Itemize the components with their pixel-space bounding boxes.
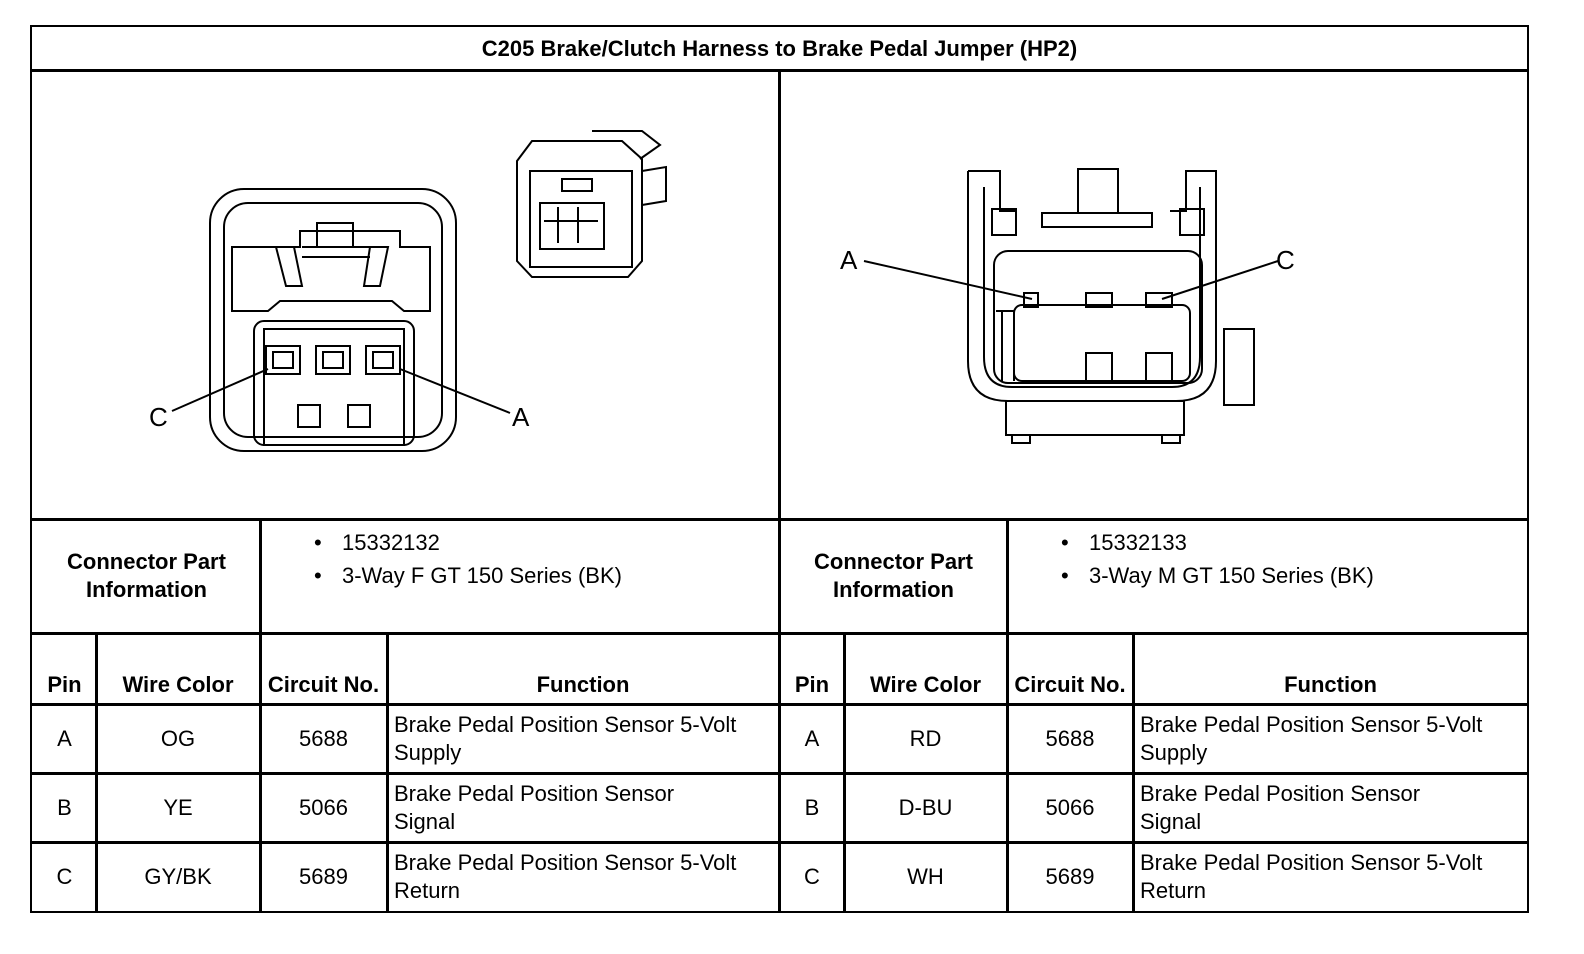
function-header: Function	[536, 672, 630, 697]
callout-c: C	[1276, 245, 1295, 275]
list-item: • 3-Way M GT 150 Series (BK)	[1041, 559, 1374, 592]
callout-a: A	[840, 245, 858, 275]
divider	[1132, 632, 1135, 911]
pin-cell: B	[804, 794, 820, 820]
part-info-list: • 15332133 • 3-Way M GT 150 Series (BK)	[1041, 526, 1374, 592]
circuit-cell: 5689	[299, 864, 348, 889]
male-connector-drawing: A C	[840, 168, 1295, 444]
pin-cell: C	[56, 864, 73, 889]
bullet-icon: •	[314, 530, 322, 555]
part-description: 3-Way M GT 150 Series (BK)	[1089, 563, 1374, 588]
wire-color-cell: GY/BK	[144, 864, 212, 889]
circuit-cell: 5066	[1045, 794, 1095, 820]
pin-cell: A	[57, 725, 72, 751]
sheet-title: C205 Brake/Clutch Harness to Brake Pedal…	[481, 36, 1078, 61]
pin-cell: C	[804, 864, 820, 889]
connector-housing	[209, 188, 457, 452]
pin-header: Pin	[794, 672, 830, 697]
wire-color-cell: WH	[907, 864, 944, 889]
pin-cell: A	[804, 725, 820, 751]
connector-part-label: Connector Part Information	[814, 549, 973, 602]
bullet-icon: •	[1061, 530, 1069, 555]
list-item: • 15332132	[294, 526, 622, 559]
bullet-icon: •	[1061, 563, 1069, 588]
part-description: 3-Way F GT 150 Series (BK)	[342, 563, 622, 588]
pin-cell: B	[57, 794, 72, 820]
circuit-cell: 5688	[1045, 725, 1095, 751]
divider	[1006, 518, 1009, 911]
wire-color-cell: OG	[160, 725, 196, 751]
wire-color-cell: RD	[909, 725, 942, 751]
circuit-cell: 5688	[299, 725, 348, 751]
wire-color-cell: D-BU	[898, 794, 953, 820]
circuit-cell: 5066	[299, 794, 348, 820]
part-info-list: • 15332132 • 3-Way F GT 150 Series (BK)	[294, 526, 622, 592]
connector-sheet: C205 Brake/Clutch Harness to Brake Pedal…	[30, 25, 1529, 913]
function-header: Function	[1284, 672, 1377, 697]
function-cell: Brake Pedal Position Sensor 5-Volt Suppl…	[1140, 712, 1483, 765]
circuit-header: Circuit No.	[267, 672, 380, 697]
callout-c: C	[149, 402, 168, 432]
divider	[259, 518, 262, 911]
connector-part-label: Connector Part Information	[67, 549, 226, 602]
list-item: • 15332133	[1041, 526, 1374, 559]
circuit-header: Circuit No.	[1014, 672, 1126, 697]
wire-color-header: Wire Color	[869, 672, 982, 697]
function-cell: Brake Pedal Position Sensor Signal	[1140, 781, 1421, 834]
callout-a: A	[512, 402, 530, 432]
list-item: • 3-Way F GT 150 Series (BK)	[294, 559, 622, 592]
wire-color-header: Wire Color	[122, 672, 234, 697]
circuit-cell: 5689	[1045, 864, 1095, 889]
pin-header: Pin	[47, 672, 82, 697]
female-connector-drawing: C A	[149, 130, 667, 452]
function-cell: Brake Pedal Position Sensor Signal	[394, 781, 675, 834]
part-number: 15332133	[1089, 530, 1187, 555]
bullet-icon: •	[314, 563, 322, 588]
function-cell: Brake Pedal Position Sensor 5-Volt Suppl…	[394, 712, 737, 765]
divider	[843, 632, 846, 911]
divider	[386, 632, 389, 911]
wire-color-cell: YE	[163, 794, 193, 820]
part-number: 15332132	[342, 530, 440, 555]
function-cell: Brake Pedal Position Sensor 5-Volt Retur…	[394, 850, 737, 903]
divider	[95, 632, 98, 911]
divider	[778, 69, 781, 911]
function-cell: Brake Pedal Position Sensor 5-Volt Retur…	[1140, 850, 1483, 903]
